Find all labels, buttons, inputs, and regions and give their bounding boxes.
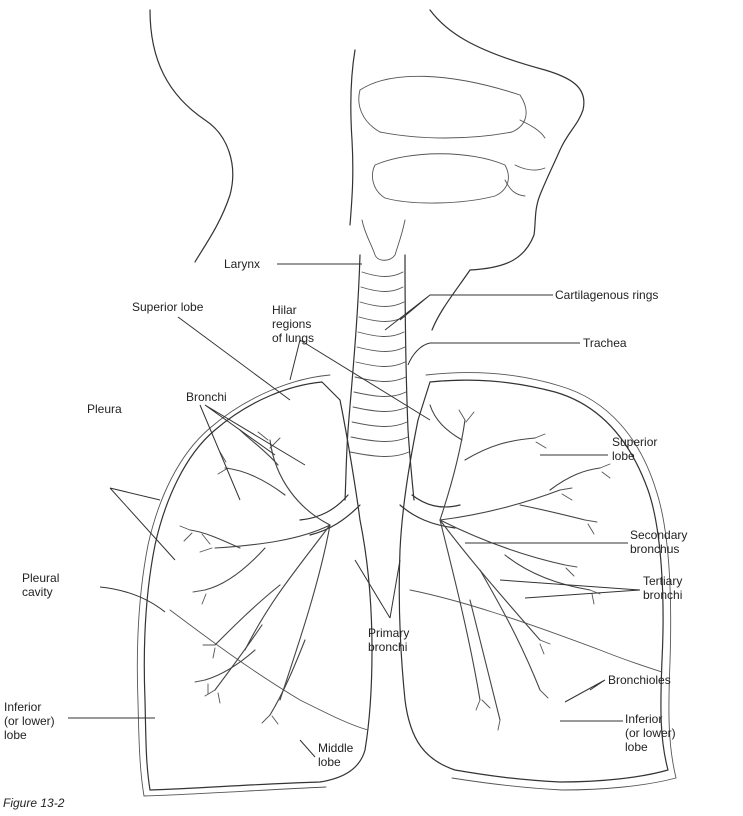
pharynx	[350, 50, 355, 225]
secondary-bronchus-label: Secondary bronchus	[630, 528, 687, 556]
superior-lobe-left-label: Superior lobe	[132, 300, 203, 314]
cartilagenous-rings-label: Cartilagenous rings	[555, 288, 658, 302]
cartilage-rings	[350, 272, 409, 457]
bronchi-label: Bronchi	[186, 390, 227, 404]
bronchioles-right	[459, 410, 610, 730]
hilar-regions-label: Hilar regions of lungs	[272, 303, 314, 345]
fissure-left	[170, 610, 368, 730]
primary-bronchi-label: Primary bronchi	[368, 626, 409, 654]
fissure-right	[410, 590, 662, 672]
middle-lobe-label: Middle lobe	[318, 741, 353, 769]
inferior-lobe-right-label: Inferior (or lower) lobe	[625, 712, 676, 754]
primary-bronchus-left	[300, 495, 360, 535]
bronchial-tree-right	[430, 405, 600, 720]
nasal-cavity	[359, 76, 526, 138]
primary-bronchus-right	[400, 495, 460, 528]
tertiary-bronchi-label: Tertiary bronchi	[643, 574, 682, 602]
figure-caption: Figure 13-2	[3, 796, 64, 810]
back-of-head-outline	[150, 10, 233, 262]
tongue	[372, 154, 508, 203]
larynx-label: Larynx	[224, 257, 260, 271]
bronchioles-label: Bronchioles	[608, 673, 671, 687]
mouth-lips	[505, 120, 545, 196]
inferior-lobe-left-label: Inferior (or lower) lobe	[4, 700, 55, 742]
pleura-left	[137, 375, 330, 796]
pleural-cavity-label: Pleural cavity	[22, 571, 59, 599]
superior-lobe-right-label: Superior lobe	[612, 435, 657, 463]
bronchial-tree-left	[190, 430, 330, 715]
larynx-outline	[362, 220, 405, 260]
trachea-label: Trachea	[583, 336, 627, 350]
pleura-label: Pleura	[87, 402, 122, 416]
